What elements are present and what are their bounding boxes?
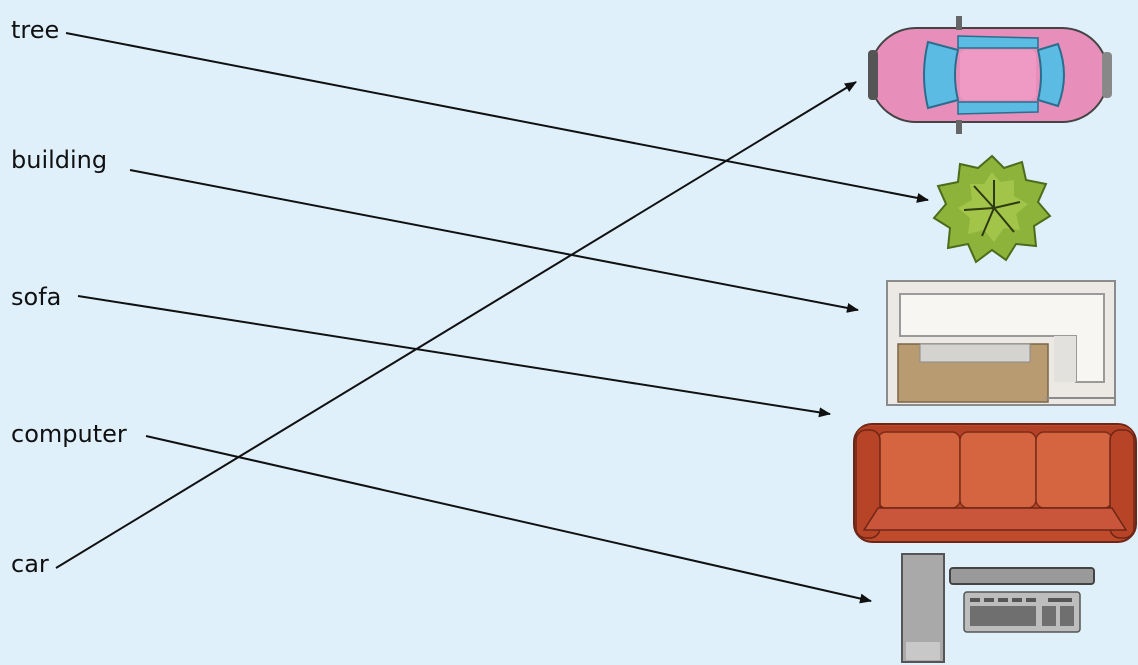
building-picture (886, 280, 1116, 406)
sofa-picture (853, 423, 1137, 543)
car-picture (868, 16, 1112, 134)
computer-picture (901, 553, 1095, 663)
word-sofa: sofa (11, 283, 62, 311)
word-tree: tree (11, 16, 60, 44)
word-building: building (11, 146, 108, 174)
arrow-sofa (77, 295, 831, 418)
arrow-building (129, 169, 859, 313)
word-computer: computer (11, 420, 127, 448)
arrow-computer (145, 435, 872, 604)
tree-picture (932, 154, 1052, 264)
arrow-tree (65, 32, 929, 203)
word-car: car (11, 550, 49, 578)
arrow-car (55, 81, 857, 569)
